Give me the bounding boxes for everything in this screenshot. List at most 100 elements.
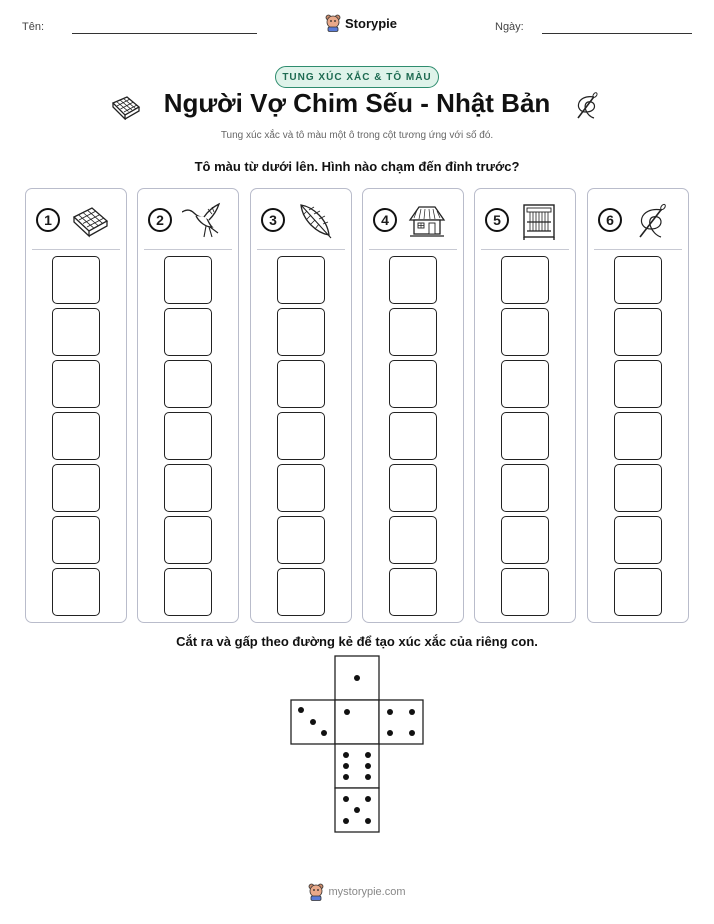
brand-logo: Storypie — [325, 12, 397, 34]
page-title: Người Vợ Chim Sếu - Nhật Bản — [163, 88, 551, 118]
crane-bird-icon — [182, 202, 221, 238]
coloring-cell[interactable] — [501, 412, 549, 460]
coloring-cell[interactable] — [52, 256, 100, 304]
coloring-cell[interactable] — [52, 412, 100, 460]
coloring-cell[interactable] — [52, 568, 100, 616]
dice-pip — [387, 730, 393, 736]
coloring-cell[interactable] — [501, 256, 549, 304]
coloring-cell[interactable] — [614, 360, 662, 408]
coloring-cell[interactable] — [389, 516, 437, 564]
column-divider — [32, 249, 120, 250]
coloring-cell[interactable] — [614, 516, 662, 564]
dice-pip — [409, 730, 415, 736]
coloring-cell[interactable] — [277, 464, 325, 512]
coloring-cell[interactable] — [277, 308, 325, 356]
coloring-cell[interactable] — [164, 516, 212, 564]
coloring-cell[interactable] — [277, 516, 325, 564]
dice-net — [290, 655, 424, 833]
dice-pip — [409, 709, 415, 715]
coloring-cell[interactable] — [389, 412, 437, 460]
column-number: 1 — [36, 208, 60, 232]
dice-face-lower — [334, 743, 380, 789]
dice-instruction: Cắt ra và gấp theo đường kẻ để tạo xúc x… — [176, 634, 538, 649]
coloring-cell[interactable] — [389, 568, 437, 616]
coloring-cell[interactable] — [614, 464, 662, 512]
brand-name: Storypie — [345, 15, 398, 31]
dice-pip — [365, 752, 371, 758]
activity-badge: TUNG XÚC XẮC & TÔ MÀU — [275, 66, 439, 88]
dice-pip — [321, 730, 327, 736]
dice-pip — [365, 818, 371, 824]
coloring-cell[interactable] — [501, 308, 549, 356]
bear-mascot-icon — [325, 14, 341, 32]
coloring-cell[interactable] — [52, 464, 100, 512]
dice-pip — [343, 752, 349, 758]
dice-pip — [298, 707, 304, 713]
column-number: 3 — [261, 208, 285, 232]
coloring-cell[interactable] — [614, 568, 662, 616]
column-5: 5 — [474, 188, 576, 623]
coloring-cell[interactable] — [277, 256, 325, 304]
coloring-cell[interactable] — [277, 568, 325, 616]
coloring-cell[interactable] — [614, 256, 662, 304]
column-1: 1 — [25, 188, 127, 623]
coloring-cell[interactable] — [52, 360, 100, 408]
column-4: 4 — [362, 188, 464, 623]
coloring-cell[interactable] — [164, 412, 212, 460]
column-3: 3 — [250, 188, 352, 623]
column-divider — [369, 249, 457, 250]
column-number: 6 — [598, 208, 622, 232]
coloring-cell[interactable] — [164, 464, 212, 512]
coloring-cell[interactable] — [501, 464, 549, 512]
coloring-cell[interactable] — [277, 412, 325, 460]
column-divider — [594, 249, 682, 250]
dice-pip — [365, 796, 371, 802]
coloring-cell[interactable] — [164, 256, 212, 304]
bear-mascot-icon — [309, 883, 324, 901]
dice-pip — [354, 675, 360, 681]
dice-face-right — [378, 699, 424, 745]
dice-pip — [387, 709, 393, 715]
footer: mystorypie.com — [0, 883, 714, 901]
coloring-cell[interactable] — [164, 360, 212, 408]
column-number: 5 — [485, 208, 509, 232]
coloring-cell[interactable] — [164, 308, 212, 356]
coloring-cell[interactable] — [277, 360, 325, 408]
coloring-instruction: Tô màu từ dưới lên. Hình nào chạm đến đỉ… — [194, 159, 520, 174]
thread-needle-icon — [577, 92, 598, 119]
dice-pip — [365, 763, 371, 769]
coloring-cell[interactable] — [389, 308, 437, 356]
coloring-cell[interactable] — [501, 360, 549, 408]
name-line[interactable] — [72, 33, 257, 34]
dice-pip — [344, 709, 350, 715]
coloring-cell[interactable] — [614, 308, 662, 356]
column-divider — [144, 249, 232, 250]
dice-pip — [310, 719, 316, 725]
dice-face-center — [334, 699, 380, 745]
page-subtitle: Tung xúc xắc và tô màu một ô trong cột t… — [220, 130, 494, 141]
coloring-cell[interactable] — [614, 412, 662, 460]
footer-url[interactable]: mystorypie.com — [328, 886, 406, 898]
column-number: 2 — [148, 208, 172, 232]
date-line[interactable] — [542, 33, 692, 34]
coloring-cell[interactable] — [389, 464, 437, 512]
dice-pip — [343, 763, 349, 769]
coloring-cell[interactable] — [501, 568, 549, 616]
column-divider — [257, 249, 345, 250]
dice-pip — [343, 796, 349, 802]
column-6: 6 — [587, 188, 689, 623]
coloring-cell[interactable] — [52, 516, 100, 564]
coloring-cell[interactable] — [501, 516, 549, 564]
folded-cloth-icon — [111, 96, 141, 120]
loom-icon — [523, 204, 555, 240]
thread-needle-icon — [639, 203, 666, 238]
column-number: 4 — [373, 208, 397, 232]
coloring-cell[interactable] — [164, 568, 212, 616]
feather-icon — [300, 204, 332, 239]
thatched-house-icon — [408, 206, 446, 237]
coloring-cell[interactable] — [52, 308, 100, 356]
coloring-cell[interactable] — [389, 360, 437, 408]
coloring-cell[interactable] — [389, 256, 437, 304]
name-label: Tên: — [22, 21, 45, 33]
dice-pip — [343, 818, 349, 824]
